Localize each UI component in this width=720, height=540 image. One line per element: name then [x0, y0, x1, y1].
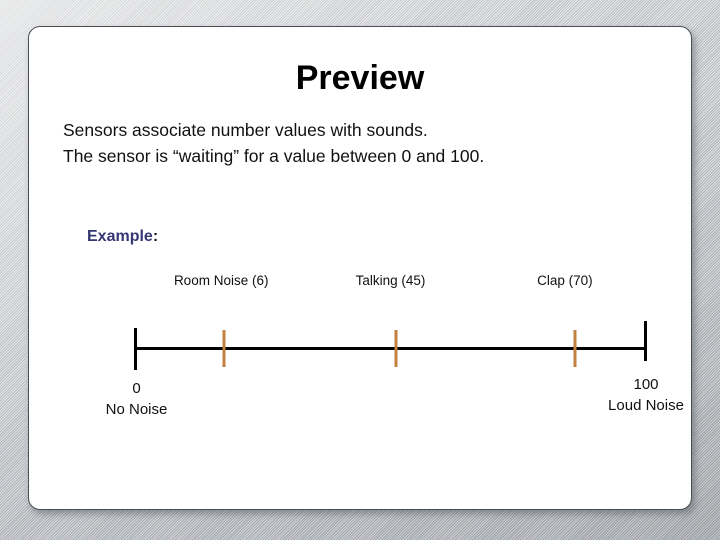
body-line-1: Sensors associate number values with sou… [63, 120, 428, 140]
axis-endpoint-min: 0 No Noise [79, 379, 194, 421]
axis-min-value: 0 [132, 380, 141, 397]
example-heading-colon: : [152, 228, 159, 245]
axis-endpoint-max: 100 Loud Noise [586, 375, 691, 417]
example-heading-word: Example [87, 228, 153, 245]
number-line-axis [134, 347, 647, 350]
page-title: Preview [295, 59, 425, 97]
slide-body-text: Sensors associate number values with sou… [63, 117, 663, 169]
number-line-label-room-noise: Room Noise (6) [173, 273, 269, 288]
slide-card: Preview Sensors associate number values … [28, 26, 692, 510]
number-line-label-clap: Clap (70) [537, 273, 593, 288]
number-line-diagram: Room Noise (6) Talking (45) Clap (70) 0 … [74, 273, 684, 418]
number-line-label-talking: Talking (45) [355, 273, 426, 288]
value-tick-clap [573, 330, 577, 367]
axis-min-caption: No Noise [105, 401, 168, 418]
value-tick-talking [394, 330, 398, 367]
axis-end-cap-right [644, 321, 647, 361]
example-heading: Example: [87, 228, 158, 246]
axis-max-caption: Loud Noise [608, 397, 684, 414]
axis-max-value: 100 [633, 376, 659, 393]
body-line-2: The sensor is “waiting” for a value betw… [63, 146, 485, 166]
value-tick-room-noise [222, 330, 226, 367]
axis-end-cap-left [134, 328, 137, 370]
